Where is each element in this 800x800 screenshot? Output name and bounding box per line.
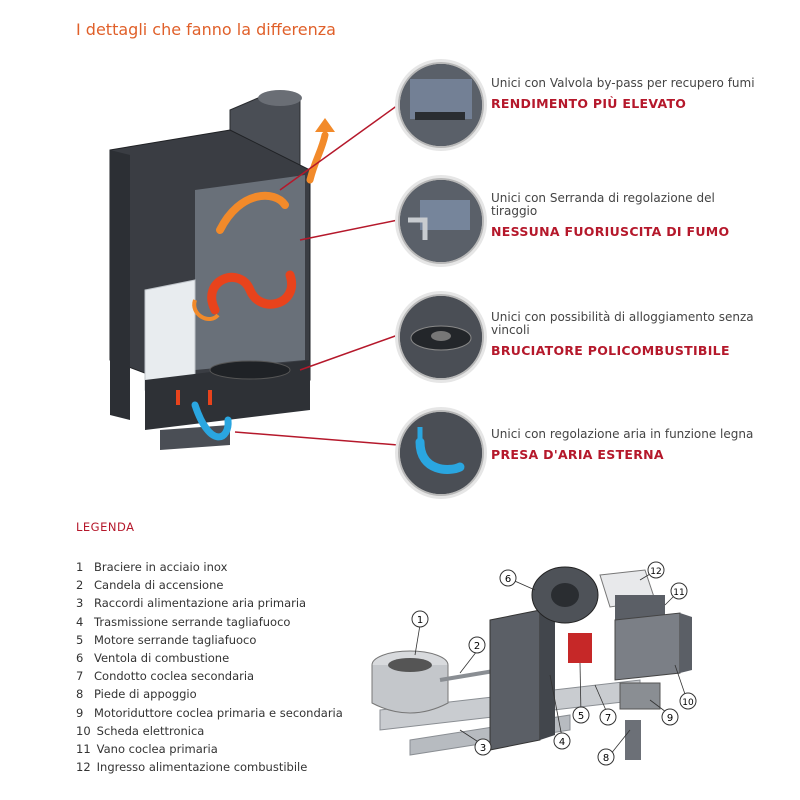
- legend-number: 1: [76, 560, 84, 574]
- marker-8: 8: [597, 748, 615, 766]
- legend-number: 9: [76, 705, 84, 720]
- legend-label: Ingresso alimentazione combustibile: [96, 760, 308, 775]
- legend-label: Candela di accensione: [94, 578, 224, 593]
- svg-text:6: 6: [505, 574, 511, 585]
- legend-label: Motoriduttore coclea primaria e secondar…: [94, 705, 343, 720]
- legend-item: 12 Ingresso alimentazione combustibile: [76, 758, 343, 776]
- legend-number: 11: [76, 742, 91, 757]
- diagram-markers: 1 2 3 4 5 6 7 8 9 10 11 12: [411, 561, 697, 766]
- callout-burner-desc: Unici con possibilità di alloggiamento s…: [491, 310, 754, 337]
- parts-diagram: 1 2 3 4 5 6 7 8 9 10 11 12: [371, 561, 697, 766]
- svg-text:9: 9: [667, 713, 673, 724]
- legend-label: Vano coclea primaria: [96, 742, 218, 757]
- marker-11: 11: [670, 582, 688, 600]
- legend-number: 4: [76, 614, 84, 629]
- legend-label: Scheda elettronica: [96, 723, 205, 738]
- svg-text:5: 5: [578, 711, 584, 722]
- legend-label: Braciere in acciaio inox: [94, 560, 228, 574]
- legend-item: 7 Condotto coclea secondaria: [76, 667, 343, 685]
- legend-item: 3 Raccordi alimentazione aria primaria: [76, 594, 343, 612]
- air-intake-detail-icon: [398, 410, 484, 496]
- legend-item: 11 Vano coclea primaria: [76, 740, 343, 758]
- svg-text:1: 1: [417, 615, 423, 626]
- svg-text:10: 10: [682, 698, 694, 708]
- callout-damper-desc: Unici con Serranda di regolazione del ti…: [491, 191, 715, 218]
- legend-number: 5: [76, 632, 84, 647]
- draft-damper-detail-icon: [398, 178, 484, 264]
- legend-item: 1 Braciere in acciaio inox: [76, 558, 343, 576]
- callout-burner: Unici con possibilità di alloggiamento s…: [491, 310, 761, 359]
- legend-label: Ventola di combustione: [94, 651, 230, 666]
- burner-detail-icon: [398, 294, 484, 380]
- legend-label: Trasmissione serrande tagliafuoco: [94, 614, 291, 629]
- callout-bypass: Unici con Valvola by-pass per recupero f…: [491, 76, 761, 112]
- marker-9: 9: [661, 708, 679, 726]
- legend-item: 10 Scheda elettronica: [76, 722, 343, 740]
- marker-4: 4: [553, 732, 571, 750]
- legend-label: Raccordi alimentazione aria primaria: [94, 596, 307, 611]
- legend-label: Motore serrande tagliafuoco: [94, 632, 257, 647]
- legend-item: 4 Trasmissione serrande tagliafuoco: [76, 613, 343, 631]
- page-title: I dettagli che fanno la differenza: [76, 20, 336, 39]
- svg-text:12: 12: [650, 567, 661, 577]
- marker-6: 6: [499, 569, 517, 587]
- svg-text:7: 7: [605, 713, 611, 724]
- callout-bypass-desc: Unici con Valvola by-pass per recupero f…: [491, 76, 755, 90]
- fireplace-illustration: [109, 90, 335, 450]
- callout-burner-head: BRUCIATORE POLICOMBUSTIBILE: [491, 343, 730, 358]
- legend-item: 2 Candela di accensione: [76, 576, 343, 594]
- marker-7: 7: [599, 708, 617, 726]
- legend-number: 8: [76, 687, 84, 702]
- svg-text:8: 8: [603, 753, 609, 764]
- legend-item: 9 Motoriduttore coclea primaria e seconda…: [76, 704, 343, 722]
- legend-label: Condotto coclea secondaria: [94, 669, 255, 684]
- svg-text:2: 2: [474, 641, 480, 652]
- legend-number: 12: [76, 760, 91, 775]
- callout-bypass-head: RENDIMENTO PIÙ ELEVATO: [491, 96, 687, 111]
- svg-text:11: 11: [673, 588, 684, 598]
- callout-damper-head: NESSUNA FUORIUSCITA DI FUMO: [491, 224, 730, 239]
- legend-number: 2: [76, 578, 84, 593]
- legend-label: Piede di appoggio: [94, 687, 197, 702]
- marker-10: 10: [679, 692, 697, 710]
- marker-12: 12: [647, 561, 665, 579]
- marker-5: 5: [572, 706, 590, 724]
- bypass-valve-detail-icon: [398, 62, 484, 148]
- legend-item: 8 Piede di appoggio: [76, 685, 343, 703]
- legend-number: 3: [76, 596, 84, 611]
- marker-1: 1: [411, 610, 429, 628]
- marker-2: 2: [468, 636, 486, 654]
- legend-item: 6 Ventola di combustione: [76, 649, 343, 667]
- legend-number: 10: [76, 723, 91, 738]
- svg-text:3: 3: [480, 743, 486, 754]
- callout-air-head: PRESA D'ARIA ESTERNA: [491, 447, 664, 462]
- legend-title: LEGENDA: [76, 520, 135, 534]
- legend-number: 7: [76, 669, 84, 684]
- legend-item: 5 Motore serrande tagliafuoco: [76, 631, 343, 649]
- callout-air-desc: Unici con regolazione aria in funzione l…: [491, 427, 754, 441]
- callout-air: Unici con regolazione aria in funzione l…: [491, 427, 761, 463]
- callout-damper: Unici con Serranda di regolazione del ti…: [491, 191, 761, 240]
- legend-number: 6: [76, 651, 84, 666]
- legend-list: 1 Braciere in acciaio inox 2 Candela di ac…: [76, 558, 343, 776]
- marker-3: 3: [474, 738, 492, 756]
- svg-text:4: 4: [559, 737, 565, 748]
